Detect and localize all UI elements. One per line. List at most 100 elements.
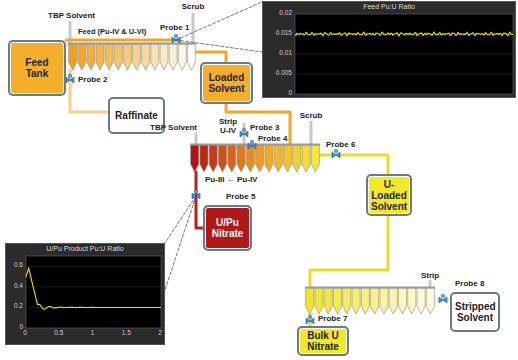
contactor-stage	[343, 288, 351, 314]
raffinate-pipe	[70, 70, 108, 112]
probe-label: Probe 5	[226, 193, 255, 202]
product-box: U-Loaded Solvent	[366, 174, 412, 216]
axis-tick: 0.015	[264, 29, 292, 36]
contactor-stage	[191, 145, 199, 172]
stream-label: Scrub	[180, 3, 206, 12]
loaded-pipe	[196, 52, 226, 62]
contactor-stage	[256, 145, 264, 172]
probe-head	[174, 34, 178, 38]
axis-tick: 1	[85, 329, 101, 336]
contactor-rail	[68, 43, 196, 45]
node-label: U-Loaded Solvent	[368, 179, 410, 212]
contactor-stage	[96, 44, 104, 70]
u-loaded-feed-pipe	[310, 216, 388, 288]
contactor-stage	[237, 145, 245, 172]
contactor-stage	[361, 288, 369, 314]
plot-area	[26, 256, 161, 328]
contactor-stage	[187, 44, 195, 70]
grid-line	[26, 266, 161, 267]
contactor-stage	[123, 44, 131, 70]
stream-label: TBP Solvent	[48, 12, 95, 21]
scrub-pipe	[310, 122, 313, 145]
stream-label: Feed (Pu-IV & U-VI)	[78, 28, 146, 36]
contactor-stage	[302, 145, 310, 172]
product-box: Stripped Solvent	[450, 292, 500, 332]
axis-tick: 0	[264, 89, 292, 96]
scrub-pipe	[192, 14, 195, 44]
probe-label: Probe 4	[258, 135, 287, 144]
contactor-stage	[105, 44, 113, 70]
contactor-stage	[169, 44, 177, 70]
contactor-stage	[380, 288, 388, 314]
axis-tick: 0.5	[51, 329, 67, 336]
probe-label: Probe 1	[160, 24, 189, 33]
probe-label: Probe 8	[455, 280, 484, 289]
contactor-rail	[305, 287, 435, 289]
node-label: Feed Tank	[10, 57, 64, 79]
contactor-stage	[160, 44, 168, 70]
contactor-stage	[408, 288, 416, 314]
probe-label: Probe 3	[250, 124, 279, 133]
data-line	[26, 268, 161, 309]
probe-label: Probe 6	[326, 141, 355, 150]
contactor-stage	[398, 288, 406, 314]
contactor-stage	[246, 145, 254, 172]
contactor-stage	[352, 288, 360, 314]
contactor-stage	[293, 145, 301, 172]
axis-tick: 0.4	[6, 282, 23, 289]
contactor-stage	[200, 145, 208, 172]
axis-tick: 0.005	[264, 69, 292, 76]
product-pipe	[196, 172, 203, 228]
stream-label: TBP Solvent	[150, 124, 197, 133]
contactor-stage	[151, 44, 159, 70]
contactor-stage	[133, 44, 141, 70]
probe-head	[308, 315, 312, 319]
chart-panel: Feed Pu:U Ratio	[262, 1, 516, 98]
node-label: Loaded Solvent	[202, 72, 251, 94]
contactor-stage	[274, 145, 282, 172]
contactor-stage	[218, 145, 226, 172]
node-label: Bulk U Nitrate	[299, 330, 347, 352]
solvent-pipe	[195, 134, 198, 145]
valence-label: Pu-III ← Pu-IV	[205, 176, 257, 185]
contactor-stage	[228, 145, 236, 172]
contactor-stage	[265, 145, 273, 172]
product-box: U/Pu Nitrate	[203, 205, 252, 251]
axis-tick: 0	[17, 329, 33, 336]
probe-head	[242, 128, 246, 132]
axis-tick: 1.5	[118, 329, 134, 336]
contactor-stage	[426, 288, 434, 314]
chart-title: Feed Pu:U Ratio	[263, 3, 515, 11]
axis-tick: 0.01	[264, 49, 292, 56]
chart-plot	[6, 244, 164, 344]
stream-label: Strip	[418, 272, 442, 281]
chart-plot	[263, 2, 515, 97]
contactor-stage	[389, 288, 397, 314]
tank-box: Feed Tank	[8, 40, 66, 96]
probe-head	[441, 294, 445, 298]
stream-label: Strip U-IV	[214, 118, 242, 136]
contactor-stage	[114, 44, 122, 70]
axis-tick: 0.6	[6, 261, 23, 268]
contactor-stage	[178, 44, 186, 70]
contactor-stage	[87, 44, 95, 70]
probe-head	[250, 140, 254, 144]
data-line	[295, 32, 513, 36]
probe-head	[68, 74, 72, 78]
axis-tick: 0.2	[6, 302, 23, 309]
contactor-stage	[78, 44, 86, 70]
plot-area	[295, 14, 513, 94]
product-box: Loaded Solvent	[200, 62, 253, 104]
product-box: Bulk U Nitrate	[297, 326, 349, 356]
contactor-stage	[283, 145, 291, 172]
contactor-stage	[315, 288, 323, 314]
grid-line	[26, 286, 161, 287]
probe-head	[334, 149, 338, 153]
u-loaded-pipe	[320, 155, 388, 174]
probe-label: Probe 2	[78, 76, 107, 85]
probe-label: Probe 7	[318, 315, 347, 324]
stream-label: Scrub	[296, 112, 326, 121]
leader-line	[165, 196, 196, 290]
contactor-stage	[333, 288, 341, 314]
contactor-stage	[311, 145, 319, 172]
